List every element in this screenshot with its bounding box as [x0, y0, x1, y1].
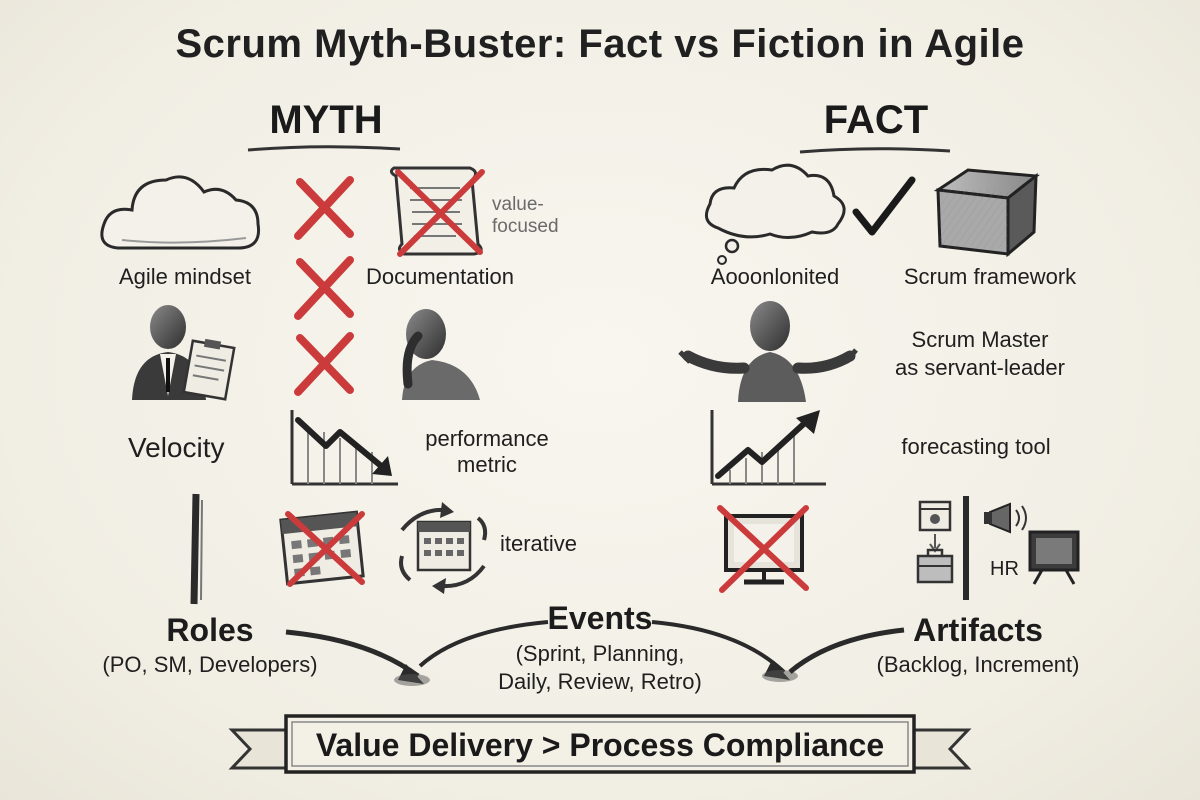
velocity-label: Velocity	[128, 432, 225, 463]
roles-detail: (PO, SM, Developers)	[102, 652, 318, 677]
rising-chart-icon	[710, 410, 826, 486]
cycle-calendar-icon	[399, 502, 488, 594]
presentation-screen-icon	[1028, 530, 1080, 585]
banner-text: Value Delivery > Process Compliance	[315, 727, 885, 763]
window-icon	[918, 500, 952, 553]
scroll-icon	[389, 166, 485, 257]
scrum-framework-label: Scrum framework	[903, 264, 1077, 289]
performance-metric-label: performance metric	[425, 426, 549, 477]
scrum-master-label: Scrum Master as servant-leader	[895, 327, 1065, 380]
documentation-label: Documentation	[366, 264, 514, 289]
artifacts-detail: (Backlog, Increment)	[876, 652, 1080, 677]
cross-icon	[294, 176, 354, 240]
curved-arrow-icon	[418, 620, 549, 668]
ribbon-banner-icon	[228, 714, 972, 774]
curved-arrow-icon	[285, 629, 430, 686]
iterative-label: iterative	[500, 531, 578, 556]
thought-cloud-icon	[704, 163, 846, 265]
check-icon	[852, 176, 916, 236]
curved-arrow-icon	[788, 627, 905, 674]
artifacts-title: Artifacts	[913, 612, 1043, 648]
cloud-icon	[100, 175, 261, 250]
value-focused-note: value- focused	[492, 194, 559, 237]
page-title: Scrum Myth-Buster: Fact vs Fiction in Ag…	[175, 22, 1025, 66]
myth-underline	[247, 145, 401, 152]
accomplished-label: Aooonlonited	[710, 264, 840, 289]
frustrated-person-icon	[402, 309, 480, 400]
pillar-icon	[190, 493, 203, 605]
myth-heading: MYTH	[269, 98, 383, 142]
open-arms-person-icon	[678, 301, 858, 402]
events-title: Events	[547, 600, 653, 636]
fact-heading: FACT	[823, 98, 929, 142]
events-detail: (Sprint, Planning, Daily, Review, Retro)	[498, 641, 702, 694]
manager-clipboard-icon	[132, 305, 236, 401]
curved-arrow-icon	[651, 620, 798, 682]
cube-icon	[933, 168, 1040, 258]
cross-icon	[294, 332, 354, 396]
hr-label: HR	[990, 558, 1019, 580]
fact-underline	[799, 147, 951, 154]
declining-chart-icon	[290, 410, 398, 486]
briefcase-icon	[916, 548, 954, 584]
forecasting-tool-label: forecasting tool	[901, 434, 1051, 459]
crossed-calendar-icon	[279, 510, 365, 587]
megaphone-icon	[984, 502, 1027, 534]
crossed-monitor-icon	[717, 505, 809, 593]
agile-mindset-label: Agile mindset	[118, 264, 252, 289]
cross-icon	[294, 256, 354, 320]
roles-title: Roles	[166, 612, 254, 648]
